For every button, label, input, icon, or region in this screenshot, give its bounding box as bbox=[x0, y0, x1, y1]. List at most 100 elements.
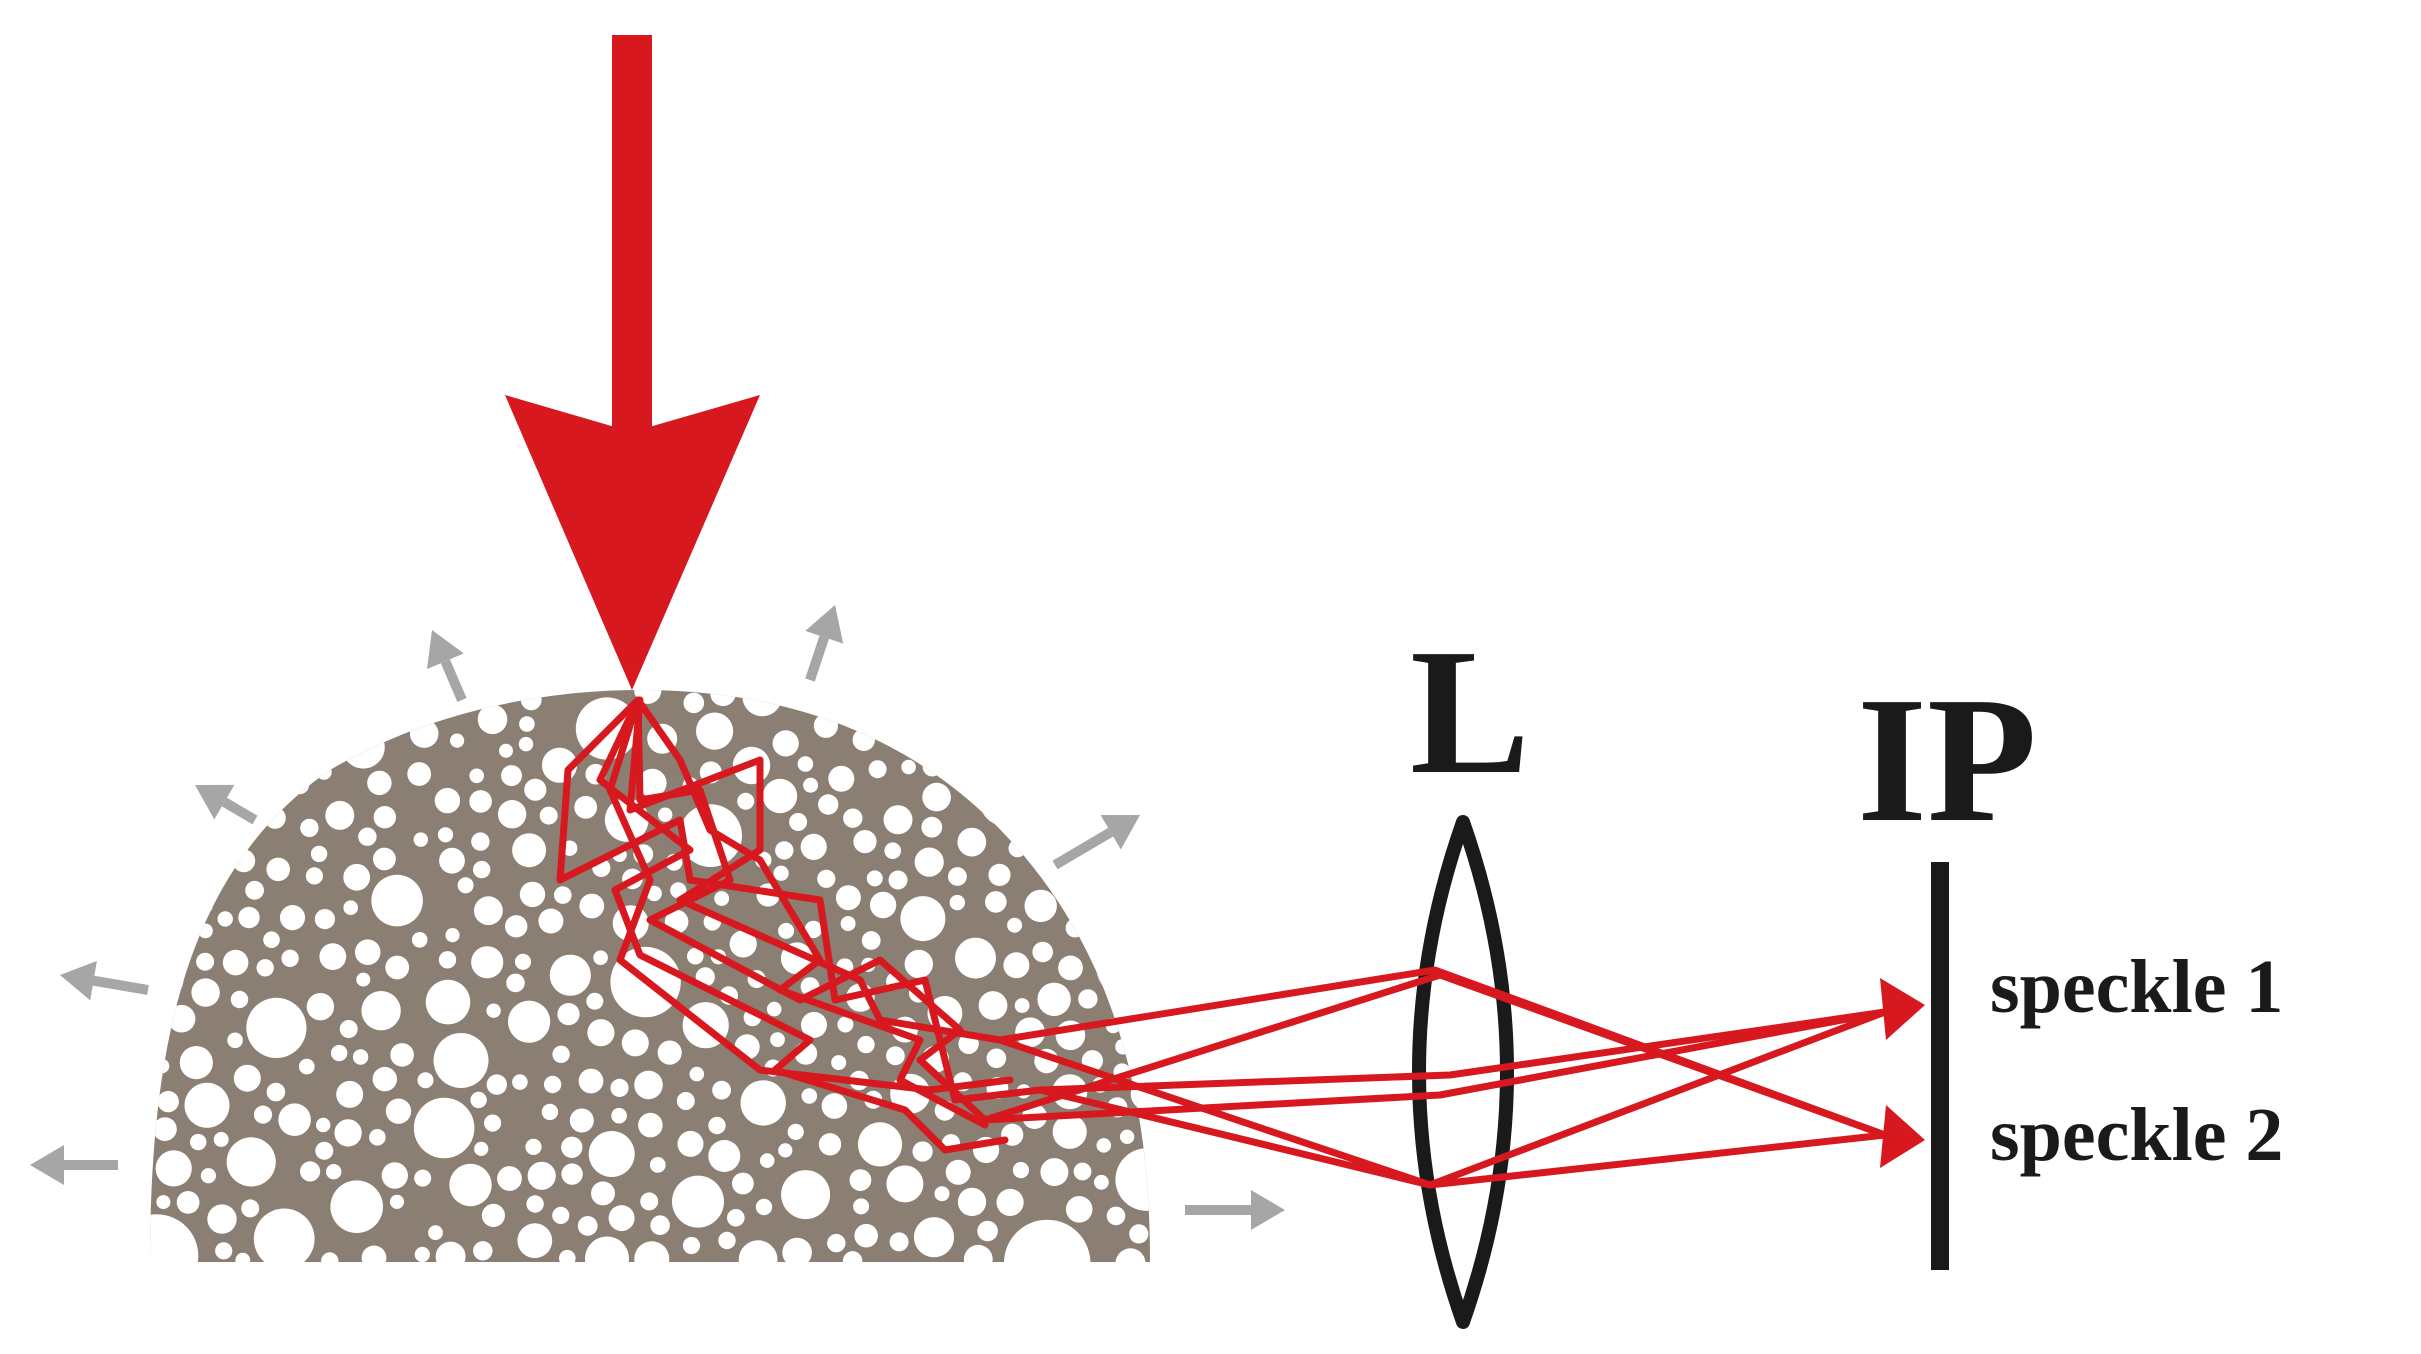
foam-bubble bbox=[474, 1141, 489, 1156]
foam-bubble bbox=[649, 1157, 666, 1173]
foam-bubble bbox=[712, 1080, 731, 1100]
foam-bubble bbox=[499, 743, 513, 758]
foam-bubble bbox=[696, 712, 734, 750]
foam-bubble bbox=[1053, 796, 1068, 811]
foam-bubble bbox=[577, 1216, 598, 1236]
foam-bubble bbox=[354, 690, 380, 707]
foam-bubble bbox=[957, 827, 987, 857]
foam-bubble bbox=[341, 725, 385, 769]
foam-bubble bbox=[800, 833, 827, 861]
ray-2b bbox=[1036, 1086, 1889, 1189]
foam-bubble bbox=[1115, 1148, 1150, 1211]
foam-bubble bbox=[1024, 889, 1057, 923]
foam-bubble bbox=[196, 952, 215, 971]
foam-bubble bbox=[913, 1217, 955, 1258]
foam-bubble bbox=[979, 771, 1034, 827]
foam-bubble bbox=[183, 857, 198, 873]
foam-bubble bbox=[298, 1058, 315, 1075]
foam-bubble bbox=[356, 972, 371, 987]
gray-arrow-head bbox=[805, 605, 844, 644]
foam-bubble bbox=[650, 1215, 670, 1235]
foam-bubble bbox=[409, 719, 439, 748]
foam-bubble bbox=[621, 1029, 649, 1057]
foam-bubble bbox=[657, 1040, 682, 1065]
foam-bubble bbox=[226, 1137, 276, 1187]
foam-bubble bbox=[514, 953, 532, 970]
foam-bubble bbox=[471, 832, 490, 851]
foam-bubble bbox=[524, 778, 547, 801]
foam-bubble bbox=[1008, 839, 1027, 858]
foam-bubble bbox=[413, 832, 428, 847]
scatter-path-3 bbox=[596, 696, 1009, 1154]
foam-bubble bbox=[914, 847, 944, 877]
foam-bubble bbox=[180, 752, 197, 769]
ray-3a bbox=[981, 971, 1889, 1139]
foam-bubble bbox=[1032, 941, 1053, 963]
foam-bubble bbox=[253, 1208, 315, 1262]
foam-bubble bbox=[222, 949, 249, 976]
foam-bubble bbox=[238, 906, 260, 929]
foam-bubble bbox=[732, 1172, 754, 1195]
foam-bubble bbox=[1085, 863, 1127, 904]
foam-bubble bbox=[837, 1016, 854, 1033]
foam-bubble bbox=[883, 805, 913, 835]
foam-bubble bbox=[934, 1186, 950, 1202]
foam-bubble bbox=[184, 1082, 230, 1128]
foam-bubble bbox=[471, 946, 504, 979]
foam-bubble bbox=[381, 1162, 408, 1189]
foam-bubble bbox=[1106, 1206, 1126, 1226]
foam-bubble bbox=[371, 874, 423, 927]
foam-bubble bbox=[579, 893, 605, 919]
foam-bubble bbox=[708, 1140, 741, 1172]
foam-bubble bbox=[587, 1019, 615, 1047]
foam-bubble bbox=[759, 1153, 775, 1168]
foam-bubble bbox=[804, 920, 823, 939]
foam-bubble bbox=[561, 1163, 583, 1185]
foam-bubble bbox=[593, 950, 608, 965]
foam-bubble bbox=[1003, 952, 1030, 979]
foam-bubble bbox=[361, 1245, 387, 1262]
foam-bubble bbox=[343, 900, 359, 915]
foam-bubble bbox=[1129, 1224, 1149, 1244]
foam-bubble bbox=[672, 1175, 724, 1228]
foam-bubble bbox=[977, 1220, 998, 1242]
gray-arrow-shaft bbox=[221, 797, 258, 825]
foam-bubble bbox=[470, 1091, 487, 1109]
foam-bubble bbox=[835, 885, 861, 911]
foam-bubble bbox=[778, 922, 795, 939]
foam-bubble bbox=[501, 765, 522, 787]
foam-bubble bbox=[339, 1020, 358, 1038]
foam-bubble bbox=[334, 1119, 362, 1147]
foam-bubble bbox=[996, 1188, 1024, 1216]
foam-bubble bbox=[235, 1252, 251, 1262]
foam-bubble bbox=[989, 690, 1005, 704]
foam-bubble bbox=[803, 777, 819, 793]
foam-bubble bbox=[1071, 698, 1094, 721]
foam-bubble bbox=[207, 1204, 237, 1234]
foam-bubble bbox=[543, 1075, 562, 1094]
foam-bubble bbox=[687, 947, 704, 965]
foam-bubble bbox=[153, 1117, 177, 1141]
foam-bubble bbox=[264, 807, 286, 829]
foam-bubble bbox=[1078, 989, 1098, 1009]
foam-bubble bbox=[434, 787, 461, 814]
foam-bubble bbox=[1040, 1158, 1069, 1187]
foam-sample bbox=[150, 690, 1150, 1262]
foam-bubble bbox=[714, 891, 730, 906]
gray-arrow-shaft bbox=[92, 975, 149, 995]
foam-bubble bbox=[557, 1003, 580, 1026]
foam-bubble bbox=[922, 782, 951, 812]
lens: L bbox=[1410, 612, 1530, 1329]
foam-bubble bbox=[554, 886, 572, 904]
foam-bubble bbox=[889, 1232, 909, 1252]
foam-bubble bbox=[1073, 1162, 1092, 1181]
foam-bubble bbox=[220, 690, 265, 713]
foam-bubble bbox=[151, 724, 166, 739]
foam-bubble bbox=[640, 1192, 659, 1211]
foam-bubble bbox=[828, 765, 855, 792]
foam-bubble bbox=[154, 1058, 170, 1074]
gray-arrow-head bbox=[427, 630, 464, 670]
speckle-1-arrowhead bbox=[1880, 978, 1925, 1040]
foam-bubble bbox=[727, 1209, 745, 1227]
foam-bubble bbox=[486, 1074, 507, 1095]
